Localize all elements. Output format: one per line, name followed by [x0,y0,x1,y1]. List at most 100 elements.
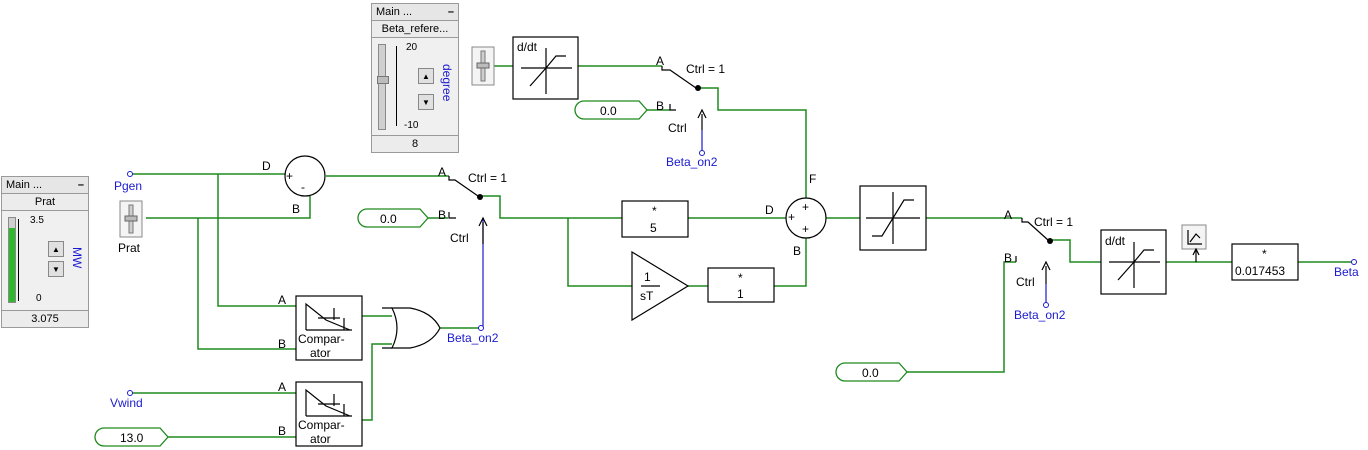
constant-0-top[interactable]: 0.0 [574,100,648,120]
const-value: 0.0 [600,104,617,118]
gain-op: * [1262,247,1267,261]
or-gate [382,307,441,349]
slider-track[interactable] [377,44,389,130]
port-b: B [278,337,286,351]
comparator-label-2: ator [310,432,331,446]
beta-on2-label: Beta_on2 [447,331,499,345]
constant-13[interactable]: 13.0 [94,427,169,447]
panel-title: Main ... [6,179,43,191]
ctrl-label: Ctrl [668,121,687,135]
port-a: A [1004,208,1012,222]
derivative-block-top: d/dt [512,36,579,100]
increase-button[interactable]: ▲ [418,68,434,84]
signal-pgen: Pgen [114,171,142,193]
const-value: 13.0 [120,431,144,445]
const-value: 0.0 [862,366,879,380]
slider-track[interactable] [8,217,16,303]
gain-value: 1 [737,287,744,301]
panel-header: Main ... – [372,4,458,21]
summing-junction-1: + - D B [262,155,326,216]
signal-beta-on2-or: Beta_on2 [447,325,499,345]
probe-icon[interactable] [1181,224,1207,262]
prat-label: Prat [118,241,141,255]
slider-fill [9,228,15,302]
integrator-block: 1 sT [631,250,690,322]
port-f: F [809,172,816,186]
decrease-button[interactable]: ▼ [48,261,64,277]
port-d: D [262,159,271,173]
summing-junction-2: + + + D F B [765,172,827,258]
gain-value: 0.017453 [1235,264,1285,278]
minimize-button[interactable]: – [447,6,454,18]
panel-name: Beta_refere... [372,21,458,38]
minimize-button[interactable]: – [77,179,84,191]
slider-thumb[interactable] [377,76,389,84]
limiter-block [859,185,927,251]
beta-on2-label: Beta_on2 [1014,308,1066,322]
panel-header: Main ... – [2,177,88,194]
signal-beta-out: Beta [1334,259,1359,279]
increase-button[interactable]: ▲ [48,241,64,257]
port-b: B [793,244,801,258]
block-label: d/dt [517,40,538,54]
scale-min: 0 [36,293,42,304]
switch-top[interactable]: A B Ctrl = 1 Ctrl Beta_on2 [656,54,725,169]
slider-scale [18,219,29,301]
gain-op: * [652,204,657,218]
port-a: A [656,54,664,68]
port-b: B [656,99,664,113]
port-a: A [438,165,446,179]
port-d: D [765,203,774,217]
constant-0-mid[interactable]: 0.0 [357,208,429,228]
value-readout: 3.075 [2,310,88,327]
comparator-2: Compar- ator A B [278,380,363,447]
switch-right[interactable]: A B Ctrl = 1 Ctrl Beta_on2 [1004,208,1073,322]
pgen-label: Pgen [114,179,142,193]
block-label: d/dt [1105,234,1126,248]
prat-slider-panel: Main ... – Prat 3.5 0 ▲ ▼ MW 3.075 [1,176,89,328]
port-b: B [292,202,300,216]
constant-0-bottom[interactable]: 0.0 [835,362,908,382]
prat-slider-icon[interactable]: Prat [118,200,143,255]
comparator-label-1: Compar- [298,332,345,346]
scale-min: -10 [404,120,419,131]
comparator-label-2: ator [310,346,331,360]
panel-title: Main ... [376,6,413,18]
decrease-button[interactable]: ▼ [418,94,434,110]
port-b: B [1004,251,1012,265]
svg-text:-: - [301,180,305,194]
gain-block-1: * 1 [707,267,775,303]
integ-num: 1 [644,270,651,284]
gain-block-deg-to-rad: * 0.017453 [1231,243,1299,281]
port-a: A [278,293,286,307]
signal-vwind: Vwind [110,390,143,410]
ctrl-value: Ctrl = 1 [686,62,725,76]
svg-text:+: + [286,169,293,183]
gain-value: 5 [650,221,657,235]
ctrl-value: Ctrl = 1 [1034,215,1073,229]
slider-scale [396,46,405,126]
const-value: 0.0 [380,212,397,226]
vwind-label: Vwind [110,396,143,410]
wires [132,65,1352,438]
value-readout: 8 [372,135,458,152]
switch-mid[interactable]: A B Ctrl = 1 Ctrl [438,165,507,245]
ctrl-label: Ctrl [1016,275,1035,289]
scale-max: 20 [406,42,418,53]
beta-on2-label: Beta_on2 [666,155,718,169]
port-a: A [278,380,286,394]
integ-den: sT [640,289,654,303]
svg-text:+: + [802,222,809,236]
comparator-1: Compar- ator A B [278,293,363,361]
beta-ref-slider-panel: Main ... – Beta_refere... 20 -10 ▲ ▼ deg… [371,3,459,153]
beta-ref-slider-icon[interactable] [471,46,495,86]
port-b: B [278,424,286,438]
derivative-block-right: d/dt [1100,229,1167,295]
svg-text:+: + [788,210,795,224]
ctrl-value: Ctrl = 1 [468,171,507,185]
scale-max: 3.5 [30,215,44,226]
gain-block-5: * 5 [621,200,689,238]
comparator-label-1: Compar- [298,418,345,432]
gain-op: * [738,271,743,285]
